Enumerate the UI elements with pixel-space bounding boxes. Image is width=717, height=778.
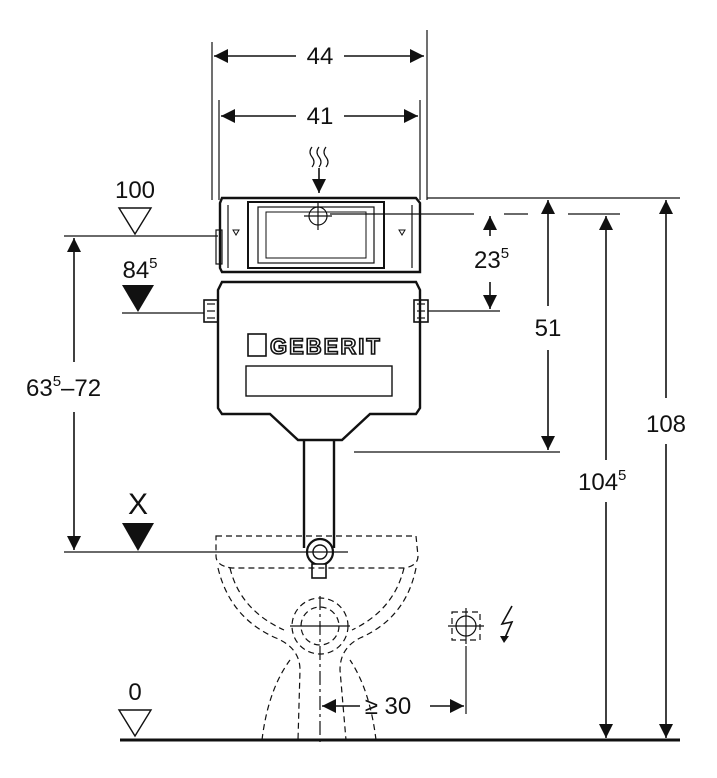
svg-text:1045: 1045 (578, 467, 626, 496)
offset-30-label: ≥ 30 (365, 693, 412, 720)
height-dimension-108: 108 (646, 200, 686, 738)
range-63-sup: 5 (53, 373, 61, 390)
depth-23-sup: 5 (501, 245, 509, 262)
width-dimension-44: 44 (211, 30, 428, 200)
level-100-label: 100 (115, 177, 155, 204)
height-51-label: 51 (535, 315, 562, 342)
brand-logo: GEBERIT (270, 334, 382, 359)
electrical-outlet-icon (448, 608, 484, 714)
range-72-label: –72 (61, 375, 101, 402)
height-dimension-104: 1045 (578, 216, 626, 738)
width-dimension-41: 41 (218, 100, 421, 200)
level-0-marker: 0 (117, 679, 153, 738)
offset-dimension-30: ≥ 30 (322, 693, 464, 720)
wall-bracket-left (203, 299, 219, 323)
level-84-marker: 845 (122, 255, 204, 314)
range-dimension-63-72: 635–72 (26, 238, 101, 550)
range-63-label: 63 (26, 375, 53, 402)
depth-23-label: 23 (474, 247, 501, 274)
cistern-body: GEBERIT (216, 280, 422, 442)
width-44-label: 44 (307, 43, 334, 70)
svg-text:235: 235 (474, 245, 509, 274)
level-100-marker: 100 (64, 177, 218, 237)
height-108-label: 108 (646, 411, 686, 438)
height-dimension-51: 51 (535, 200, 562, 450)
level-x-label: X (128, 488, 148, 521)
water-supply-icon (309, 146, 329, 193)
level-triangle-icon (117, 207, 153, 236)
level-x-marker: X (64, 488, 348, 553)
svg-text:635–72: 635–72 (26, 373, 101, 402)
extension-lines-right (330, 197, 680, 453)
level-84-label: 84 (122, 257, 149, 284)
depth-dimension-23: 235 (474, 216, 509, 309)
lightning-icon (500, 605, 514, 643)
svg-text:845: 845 (122, 255, 157, 284)
wc-pan-outline (215, 535, 419, 745)
width-41-label: 41 (307, 103, 334, 130)
cistern-frame (215, 196, 422, 274)
level-0-label: 0 (128, 679, 141, 706)
flush-pipe (302, 440, 336, 579)
level-84-sup: 5 (149, 255, 157, 272)
height-104-label: 104 (578, 469, 618, 496)
height-104-sup: 5 (618, 467, 626, 484)
